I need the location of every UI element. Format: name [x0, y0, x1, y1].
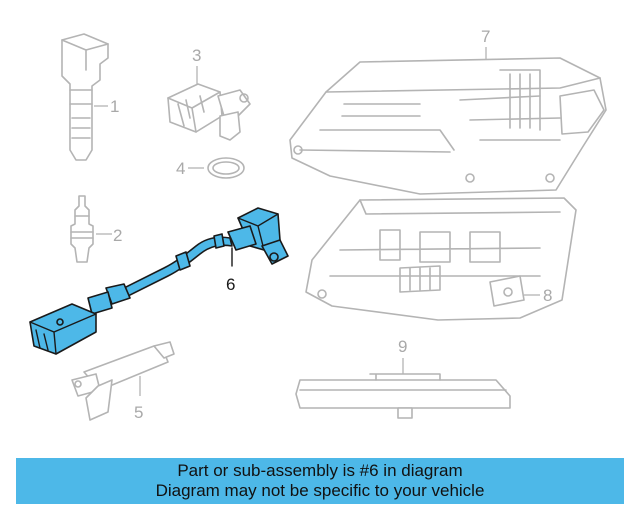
- part-control-module: 7: [289, 27, 607, 195]
- part-crankshaft-sensor: 5: [71, 341, 175, 422]
- callout-7: 7: [481, 27, 490, 46]
- part-rail: 9: [295, 337, 511, 419]
- banner-line-2: Diagram may not be specific to your vehi…: [155, 481, 485, 500]
- callout-1: 1: [110, 97, 119, 116]
- callout-3: 3: [192, 46, 201, 65]
- callout-2: 2: [113, 226, 122, 245]
- info-banner: Part or sub-assembly is #6 in diagram Di…: [16, 458, 624, 504]
- part-o-ring: 4: [176, 157, 245, 179]
- callout-9: 9: [398, 337, 407, 356]
- part-spark-plug: 2: [70, 195, 122, 263]
- part-6-highlighted-sensor: 6: [29, 207, 289, 355]
- banner-line-1: Part or sub-assembly is #6 in diagram: [177, 461, 463, 480]
- callout-8: 8: [543, 286, 552, 305]
- callout-4: 4: [176, 159, 185, 178]
- callout-6: 6: [226, 275, 235, 294]
- part-mounting-bracket: 8: [305, 197, 577, 321]
- part-camshaft-sensor: 3: [167, 46, 251, 141]
- callout-5: 5: [134, 403, 143, 422]
- part-ignition-coil: 1: [61, 33, 119, 161]
